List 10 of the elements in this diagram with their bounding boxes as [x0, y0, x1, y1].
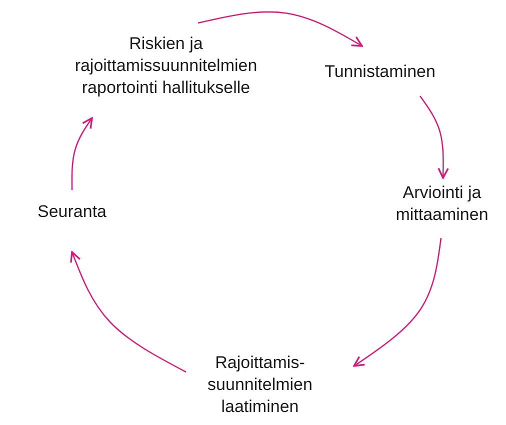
- arrow: [71, 117, 93, 190]
- step-label: Tunnistaminen: [324, 61, 436, 83]
- step-label: Seuranta: [36, 201, 108, 223]
- step-label: Rajoittamis- suunnitelmien laatiminen: [206, 352, 314, 418]
- arrow: [70, 251, 186, 373]
- step-label: Riskien ja rajoittamissuunnitelmien raportointi hallitukselle: [74, 33, 258, 99]
- arrow: [419, 96, 449, 179]
- arrow: [353, 238, 442, 367]
- arrow: [198, 11, 363, 47]
- step-label: Arviointi ja mittaaminen: [394, 182, 490, 226]
